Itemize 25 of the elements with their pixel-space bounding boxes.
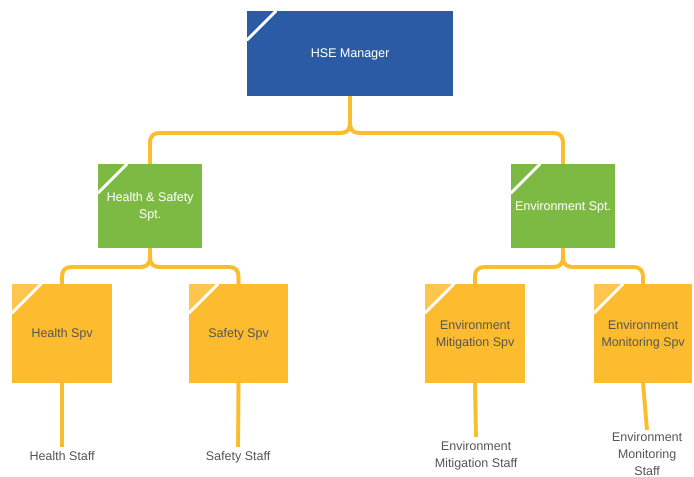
staff-title: Environment Monitoring Staff [610, 428, 684, 477]
org-box [12, 284, 112, 383]
org-box [425, 284, 525, 383]
org-box [594, 284, 692, 383]
box-title: Health & Safety Spt. [106, 189, 194, 223]
org-box [189, 284, 288, 383]
box-title: Environment Monitoring Spv [600, 316, 686, 350]
connector-line [561, 248, 645, 284]
connector-line [641, 382, 649, 430]
connector-line [236, 382, 240, 448]
connector-line [60, 383, 64, 447]
box-title: Environment Spt. [515, 198, 611, 214]
box-title: Safety Spv [208, 325, 269, 342]
org-box [98, 164, 202, 248]
org-box [247, 11, 453, 96]
box-title: HSE Manager [310, 45, 390, 62]
box-title: Environment Mitigation Spv [434, 316, 516, 350]
staff-title: Environment Mitigation Staff [434, 438, 518, 472]
box-title: Health Spv [31, 325, 93, 342]
staff-title: Health Staff [29, 448, 95, 464]
connector-line [473, 382, 478, 438]
connector-line [148, 248, 240, 284]
org-box [511, 164, 615, 248]
connector-line [348, 96, 565, 164]
staff-title: Safety Staff [206, 448, 270, 464]
